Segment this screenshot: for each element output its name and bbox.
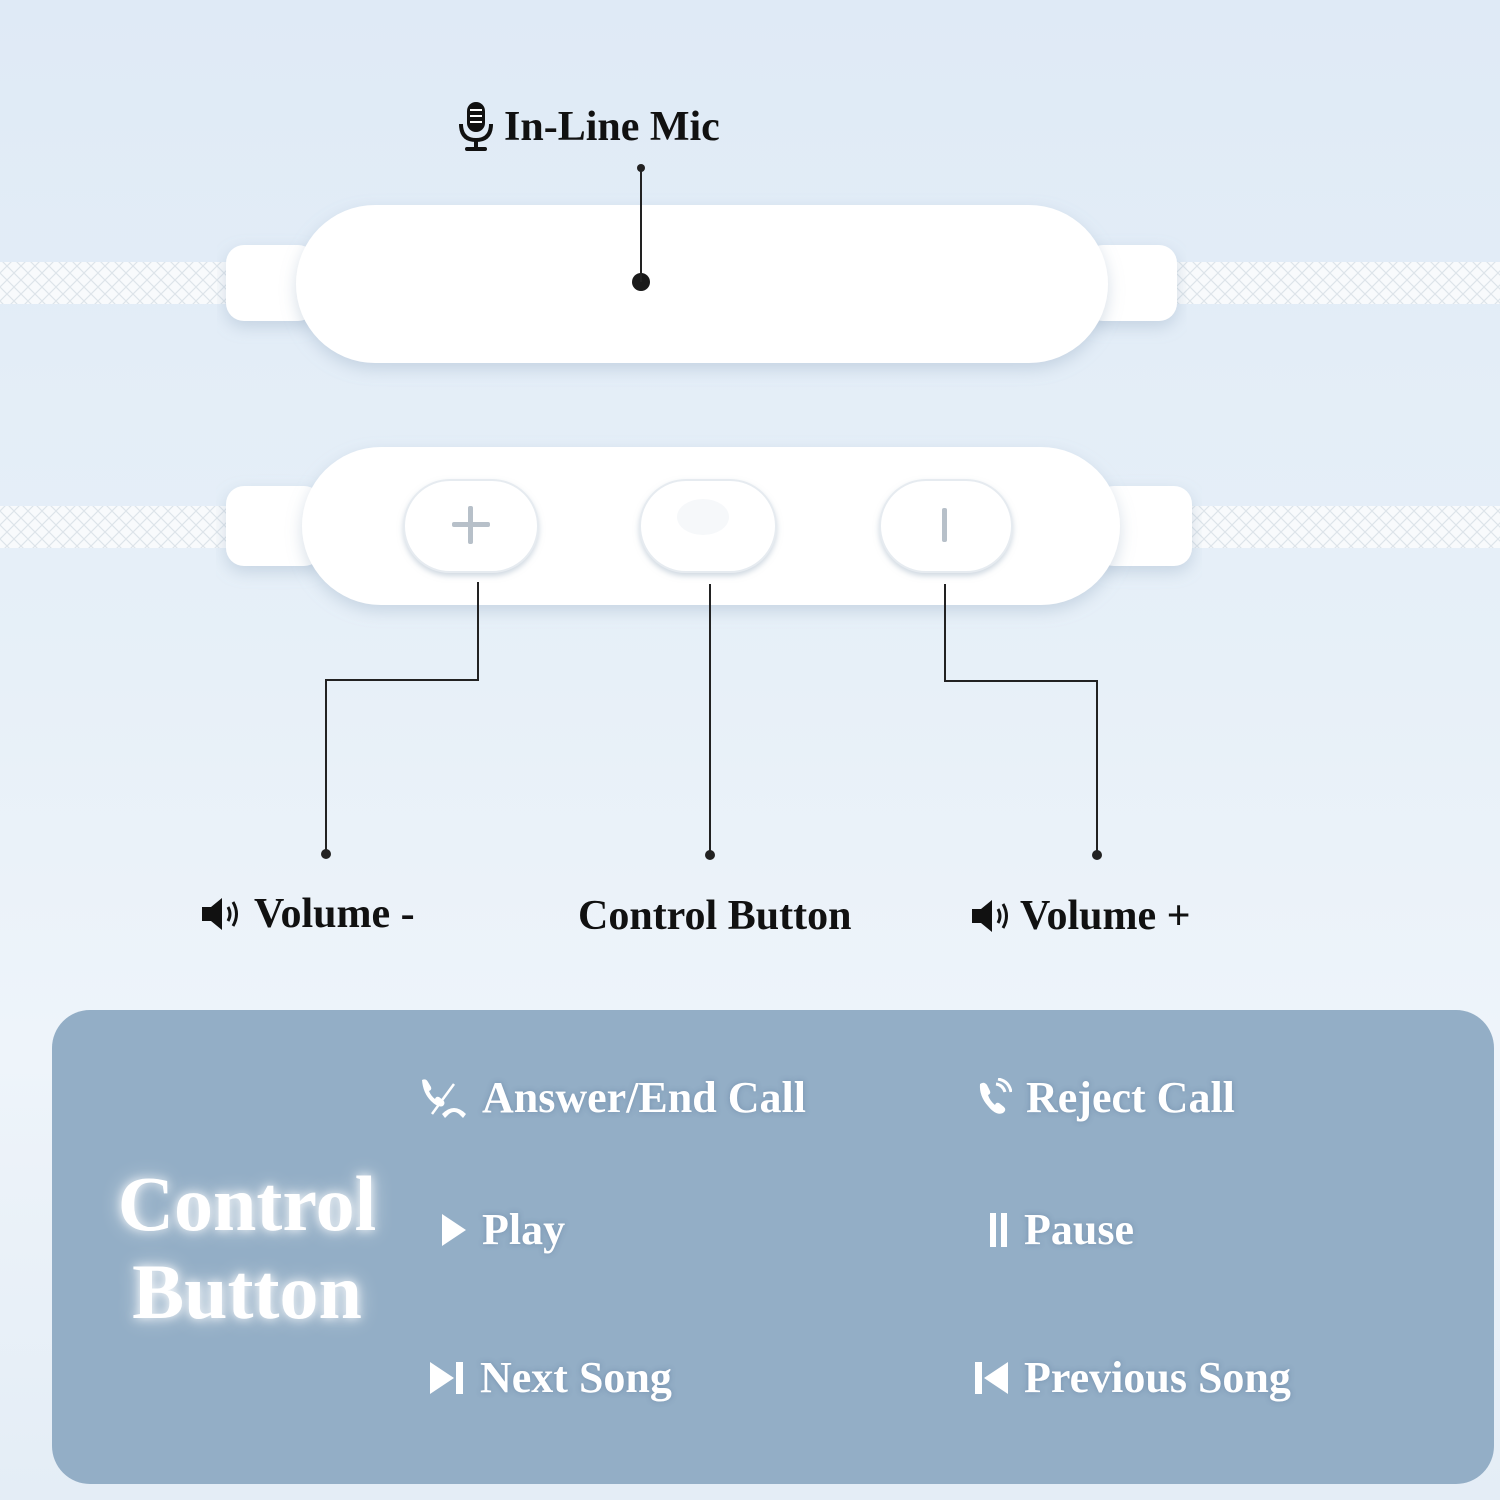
volume-up-label: Volume + bbox=[1020, 893, 1191, 939]
function-label: Play bbox=[482, 1205, 566, 1254]
volume-down-button[interactable] bbox=[403, 479, 539, 573]
collar-left-top bbox=[226, 245, 316, 321]
control-leader-dot bbox=[705, 850, 715, 860]
panel-title-line2: Button bbox=[132, 1248, 362, 1335]
mic-callout: In-Line Mic bbox=[458, 100, 720, 154]
collar-right-top bbox=[1085, 245, 1177, 321]
microphone-icon bbox=[459, 102, 493, 151]
volume-up-leader-dot bbox=[1092, 850, 1102, 860]
control-callout: Control Button bbox=[578, 892, 851, 940]
remote-illustration bbox=[0, 164, 1500, 860]
function-play: Play bbox=[440, 1204, 565, 1255]
function-answer-end-call: Answer/End Call bbox=[418, 1072, 806, 1123]
function-previous-song: Previous Song bbox=[972, 1352, 1291, 1403]
function-label: Reject Call bbox=[1026, 1073, 1235, 1122]
cable-left-bottom bbox=[0, 506, 240, 548]
function-pause: Pause bbox=[988, 1204, 1134, 1255]
volume-up-button[interactable] bbox=[879, 479, 1013, 573]
mic-remote bbox=[0, 205, 1500, 363]
pause-icon bbox=[990, 1212, 1007, 1247]
cable-left-top bbox=[0, 262, 230, 304]
function-reject-call: Reject Call bbox=[976, 1072, 1235, 1123]
control-button[interactable] bbox=[639, 479, 777, 573]
mic-label: In-Line Mic bbox=[504, 104, 720, 150]
speaker-icon bbox=[972, 900, 1008, 932]
volume-down-leader-line bbox=[325, 582, 479, 852]
volume-down-label: Volume - bbox=[254, 891, 415, 937]
volume-up-callout: Volume + bbox=[970, 892, 1191, 940]
play-icon bbox=[442, 1213, 466, 1246]
control-functions-panel: Control Button Answer/End Call Reject Ca… bbox=[52, 1010, 1494, 1484]
panel-title-line1: Control bbox=[117, 1160, 377, 1247]
next-track-icon bbox=[430, 1361, 463, 1394]
function-next-song: Next Song bbox=[428, 1352, 672, 1403]
previous-track-icon bbox=[975, 1361, 1008, 1394]
speaker-icon bbox=[202, 898, 238, 930]
call-answer-end-icon bbox=[422, 1078, 466, 1118]
mic-leader-dot bbox=[637, 164, 645, 172]
function-label: Answer/End Call bbox=[482, 1073, 806, 1122]
function-label: Pause bbox=[1024, 1205, 1134, 1254]
collar-left-bottom bbox=[226, 486, 322, 566]
panel-title: Control Button bbox=[112, 1160, 382, 1336]
control-label: Control Button bbox=[578, 893, 852, 939]
cable-right-top bbox=[1170, 262, 1500, 304]
collar-right-bottom bbox=[1096, 486, 1192, 566]
volume-up-leader-line bbox=[944, 584, 1098, 852]
mic-remote-body bbox=[296, 205, 1108, 363]
plus-icon bbox=[452, 506, 490, 544]
volume-down-callout: Volume - bbox=[200, 890, 415, 938]
cable-right-bottom bbox=[1180, 506, 1500, 548]
control-remote bbox=[0, 447, 1500, 605]
function-label: Next Song bbox=[480, 1353, 672, 1402]
function-label: Previous Song bbox=[1024, 1353, 1291, 1402]
phone-reject-icon bbox=[979, 1077, 1012, 1114]
volume-down-leader-dot bbox=[321, 849, 331, 859]
minus-bar-icon bbox=[942, 508, 947, 542]
